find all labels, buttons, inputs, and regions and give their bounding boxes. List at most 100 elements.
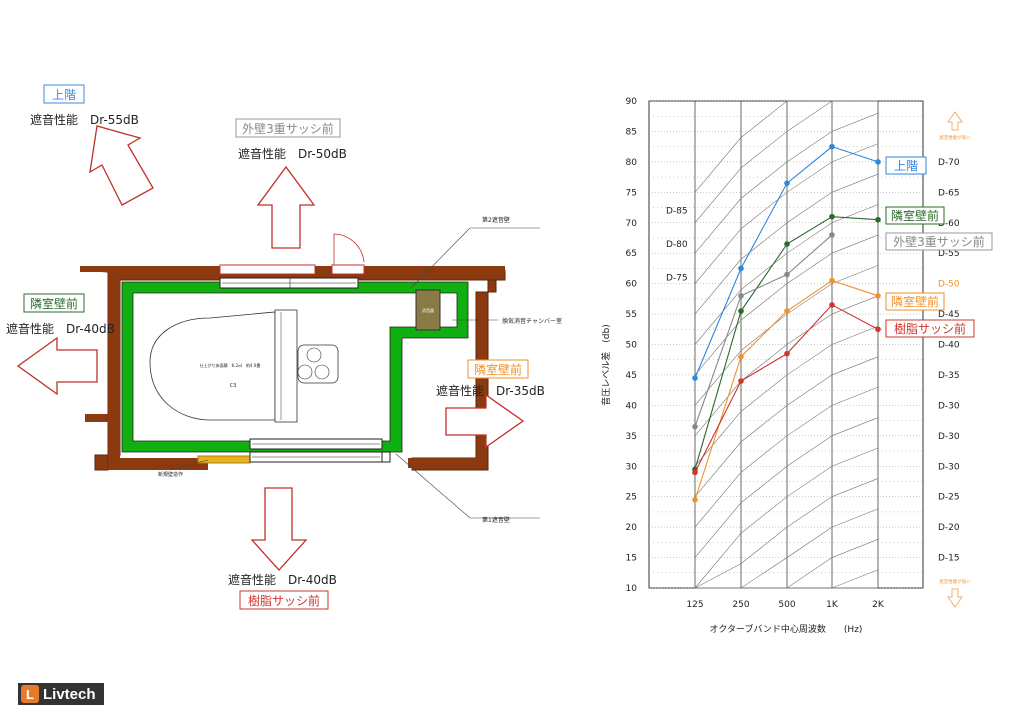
bottom-wall-left xyxy=(108,458,208,470)
tag-bottom: 樹脂サッシ前 xyxy=(248,593,320,608)
d-label-right: D-70 xyxy=(938,158,960,168)
d-curve xyxy=(694,204,879,345)
series-point xyxy=(738,293,744,299)
d-curve xyxy=(694,325,879,467)
d-label-right: D-50 xyxy=(938,280,960,290)
d-label-right: D-35 xyxy=(938,371,960,381)
y-tick-label: 80 xyxy=(626,158,638,168)
legend-box xyxy=(885,206,945,225)
d-labels-right: D-70D-65D-60D-55D-50D-45D-40D-35D-30D-30… xyxy=(938,158,960,564)
series-point xyxy=(784,241,790,247)
d-curve xyxy=(694,356,879,497)
tag-upstairs: 上階 xyxy=(52,87,76,102)
perf-bottom: 遮音性能 Dr-40dB xyxy=(228,572,337,587)
d-curves xyxy=(694,100,879,589)
grid xyxy=(649,100,923,589)
series-point xyxy=(738,378,744,384)
x-axis-label: オクターブバンド中心周波数 (Hz) xyxy=(710,623,863,635)
d-curve xyxy=(694,112,879,254)
plot-area xyxy=(648,100,924,589)
perf-outer: 遮音性能 Dr-50dB xyxy=(238,146,347,161)
series-point xyxy=(829,302,835,308)
piano-keyboard xyxy=(274,309,298,423)
left-wall xyxy=(108,272,120,470)
series-point xyxy=(784,180,790,186)
series-point xyxy=(875,216,881,223)
arrow-bottom xyxy=(250,487,308,571)
legend-label: 樹脂サッシ前 xyxy=(894,321,966,336)
series-point xyxy=(692,423,698,430)
d-label-right: D-15 xyxy=(938,554,960,564)
d-label-right: D-25 xyxy=(938,493,960,503)
bottom-note: 遮音性能が低い xyxy=(939,578,971,585)
new-wall xyxy=(197,455,251,464)
perf-left: 遮音性能 Dr-40dB xyxy=(6,321,115,336)
chamber-box xyxy=(415,289,441,331)
d-label-right: D-40 xyxy=(938,341,960,351)
piano-mark: C3 xyxy=(230,383,237,389)
series-point xyxy=(829,277,835,284)
y-axis-label: 音圧レベル差 (db) xyxy=(600,324,612,405)
d-label-right: D-60 xyxy=(938,219,960,229)
livtech-logo: L Livtech xyxy=(18,683,104,705)
chamber-box-label: 消音器 xyxy=(422,307,434,313)
d-label-right: D-30 xyxy=(938,401,960,411)
y-tick-label: 35 xyxy=(626,432,637,442)
d-label-right: D-65 xyxy=(938,188,960,198)
d-label-right: D-20 xyxy=(938,523,960,533)
legend-label: 外壁3重サッシ前 xyxy=(893,234,985,249)
left-stub xyxy=(85,414,108,422)
series-point xyxy=(829,143,835,150)
plan-labels: 上階 遮音性能 Dr-55dB 外壁3重サッシ前 遮音性能 Dr-50dB 隣室… xyxy=(6,84,545,610)
series-point xyxy=(692,469,698,476)
d-curve xyxy=(695,508,879,589)
d-label-left: D-85 xyxy=(666,207,688,217)
arrow-upstairs xyxy=(89,125,154,206)
perf-upstairs: 遮音性能 Dr-55dB xyxy=(30,112,139,127)
d-curve xyxy=(694,295,879,437)
d-label-right: D-30 xyxy=(938,462,960,472)
d-label-right: D-45 xyxy=(938,310,960,320)
x-tick-label: 500 xyxy=(778,600,795,610)
legend-label: 隣室壁前 xyxy=(891,294,939,309)
y-tick-label: 55 xyxy=(626,310,637,320)
direction-arrows xyxy=(16,125,525,571)
y-tick-label: 90 xyxy=(626,97,638,107)
arrow-outer xyxy=(256,165,316,249)
green-wall xyxy=(121,281,469,453)
tag-left: 隣室壁前 xyxy=(30,296,78,311)
series-point xyxy=(738,308,744,314)
logo-text: Livtech xyxy=(43,685,96,703)
series-point xyxy=(875,159,881,165)
y-tick-label: 65 xyxy=(626,249,637,259)
tag-left-box xyxy=(23,293,85,313)
y-tick-label: 85 xyxy=(626,127,637,137)
series-point xyxy=(738,265,744,272)
series-point xyxy=(829,213,835,220)
x-tick-label: 1K xyxy=(826,600,839,610)
series-point xyxy=(784,350,790,357)
y-tick-label: 60 xyxy=(626,280,638,290)
y-tick-label: 10 xyxy=(626,584,638,594)
tag-bottom-box xyxy=(239,590,329,610)
d-curve xyxy=(694,417,879,558)
series-point xyxy=(738,353,744,360)
top-window-door xyxy=(331,264,365,275)
arrow-down-icon xyxy=(947,588,963,608)
d-curve xyxy=(694,447,879,589)
tag-outer-box xyxy=(235,118,341,138)
y-tick-label: 75 xyxy=(626,188,637,198)
x-tick-label: 125 xyxy=(686,600,703,610)
d-curve xyxy=(694,173,879,315)
series-point xyxy=(692,375,698,381)
d-label-left: D-75 xyxy=(666,274,688,284)
d-label-left: D-80 xyxy=(666,240,688,250)
x-tick-label: 2K xyxy=(872,600,885,610)
series-layer xyxy=(692,143,881,503)
legend-label: 隣室壁前 xyxy=(891,208,939,223)
chamber-label: 換気消音チャンバー室 xyxy=(502,317,562,325)
